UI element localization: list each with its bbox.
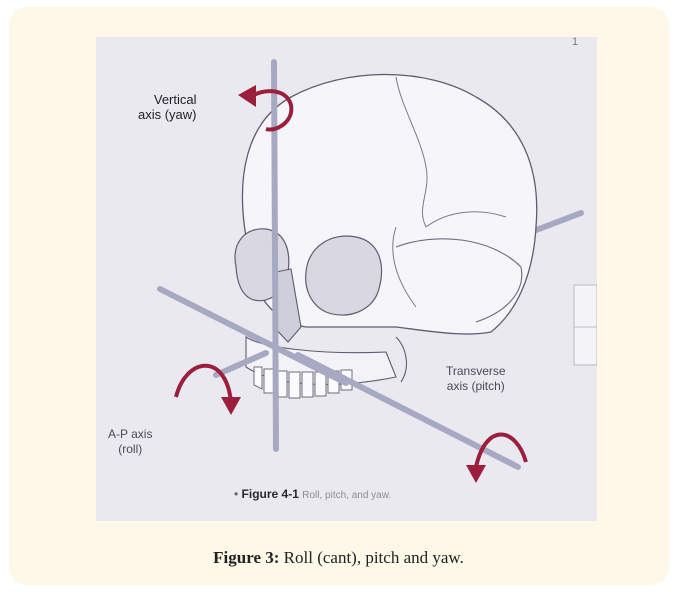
vertical-axis-label-line2: axis (yaw) [138, 107, 197, 122]
ap-axis-label-line1: A-P axis [108, 427, 152, 442]
ap-axis-label: A-P axis (roll) [108, 427, 152, 457]
transverse-axis-label-line1: Transverse [446, 364, 506, 379]
transverse-axis-rear [531, 213, 581, 232]
inner-caption-label: Figure 4-1 [242, 487, 299, 501]
ap-axis-label-line2: (roll) [108, 442, 152, 457]
pitch-arrow [476, 435, 526, 468]
vertical-axis-rod [274, 62, 276, 449]
inner-figure-caption: • Figure 4-1 Roll, pitch, and yaw. [234, 487, 391, 501]
inner-caption-text: Roll, pitch, and yaw. [302, 490, 391, 501]
right-eye-socket [306, 236, 382, 315]
corner-mark: 1 [572, 37, 578, 49]
figure-caption-label: Figure 3: [213, 548, 279, 567]
transverse-axis-label-line2: axis (pitch) [446, 379, 506, 394]
figure-caption: Figure 3: Roll (cant), pitch and yaw. [0, 548, 677, 568]
inner-caption-bullet: • [234, 487, 238, 501]
vertical-axis-label: Vertical axis (yaw) [138, 92, 197, 122]
transverse-axis-label: Transverse axis (pitch) [446, 364, 506, 394]
vertical-axis-label-line1: Vertical [138, 92, 197, 107]
figure-image: Vertical axis (yaw) Transverse axis (pit… [96, 37, 597, 521]
figure-caption-text: Roll (cant), pitch and yaw. [279, 548, 463, 567]
page-edge-box [574, 285, 597, 365]
